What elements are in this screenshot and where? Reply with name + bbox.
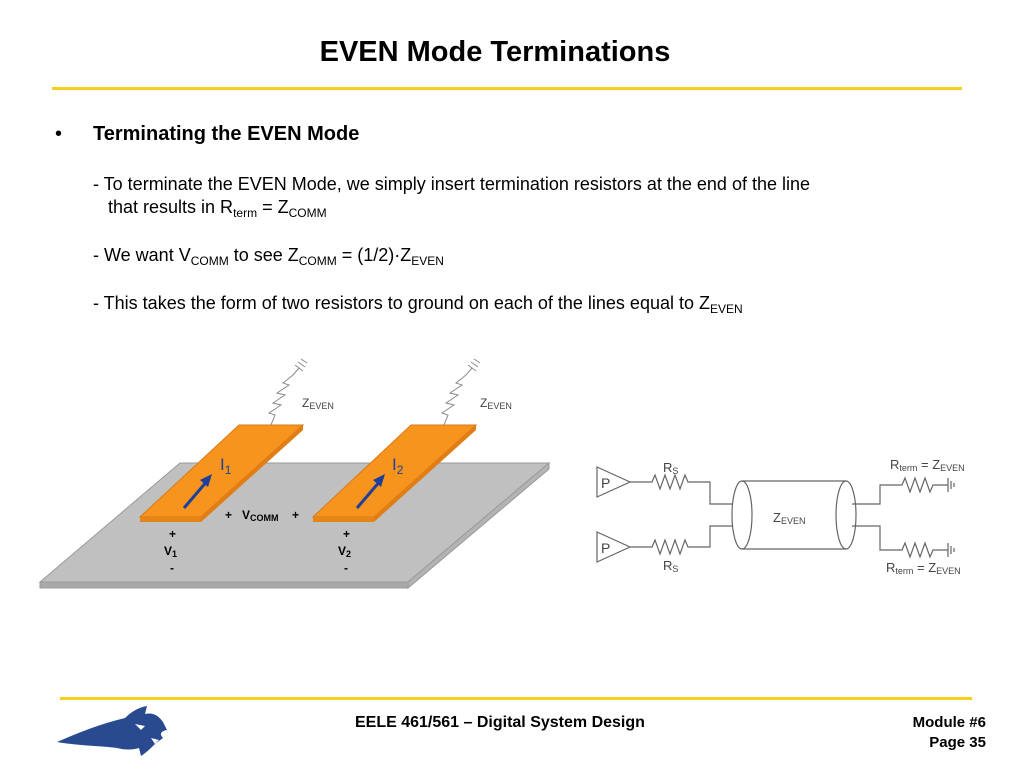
text-line-4: - This takes the form of two resistors t… [93,293,743,316]
bullet-heading: Terminating the EVEN Mode [93,123,360,145]
page-number: Page 35 [929,734,986,751]
ground-plane-edge [39,581,409,589]
current-label-2: I2 [392,455,404,477]
even-mode-schematic-figure: P P RS RS ZEVEN Rterm = ZEVEN Rterm = ZE… [596,457,965,576]
tline-left-end [731,480,753,550]
text-line-2: that results in Rterm = ZCOMM [108,197,327,220]
driver-2-label: P [601,540,610,556]
current-arrow-2 [355,479,383,509]
v2-label: V2 [338,544,351,559]
termination-resistor-2 [440,358,481,426]
rterm-label-top: Rterm = ZEVEN [890,457,965,473]
bullet-marker: • [55,123,63,145]
trace-1-side [201,425,303,522]
vcomm-label: VCOMM [242,508,279,523]
even-mode-microstrip-figure: I1 I2 ZEVEN ZEVEN + V1 - + V2 - + VCOMM … [38,358,551,590]
term-resistor-1 [852,476,948,505]
trace-2-side [374,425,476,522]
text-line-1: - To terminate the EVEN Mode, we simply … [93,174,810,194]
ground-plane [38,462,551,583]
v1-minus: - [170,561,174,575]
current-arrow-1-head [200,474,212,487]
source-resistor-2 [630,525,735,556]
bobcat-logo [57,706,167,756]
z-even-label-2: ZEVEN [480,396,512,411]
vcomm-plus-left: + [225,508,232,522]
current-arrow-2-head [373,474,385,487]
v1-plus: + [169,527,176,541]
termination-resistor-1 [267,358,308,426]
driver-1 [596,466,632,498]
title-divider [52,87,962,90]
tline-right-end [835,480,857,550]
tline-label: ZEVEN [773,510,805,526]
course-title: EELE 461/561 – Digital System Design [355,714,645,731]
text-line-3: - We want VCOMM to see ZCOMM = (1/2)·ZEV… [93,245,444,268]
driver-1-label: P [601,475,610,491]
trace-1-edge [140,517,201,522]
trace-2-edge [313,517,374,522]
module-info: Module #6 Page 35 [913,713,986,753]
ground-plane-side [407,461,550,590]
rterm-label-bottom: Rterm = ZEVEN [886,560,961,576]
v2-plus: + [343,527,350,541]
source-resistor-1 [630,473,735,505]
current-arrow-1 [182,479,210,509]
z-even-label-1: ZEVEN [302,396,334,411]
rs-label-top: RS [663,460,678,476]
rs-label-bottom: RS [663,558,678,574]
page-title: EVEN Mode Terminations [319,36,671,68]
footer-divider [60,697,972,700]
vcomm-plus-right: + [292,508,299,522]
term-resistor-2 [852,525,948,559]
v2-minus: - [344,561,348,575]
driver-2 [596,531,632,563]
v1-label: V1 [164,544,177,559]
current-label-1: I1 [220,455,232,477]
module-number: Module #6 [912,714,986,731]
